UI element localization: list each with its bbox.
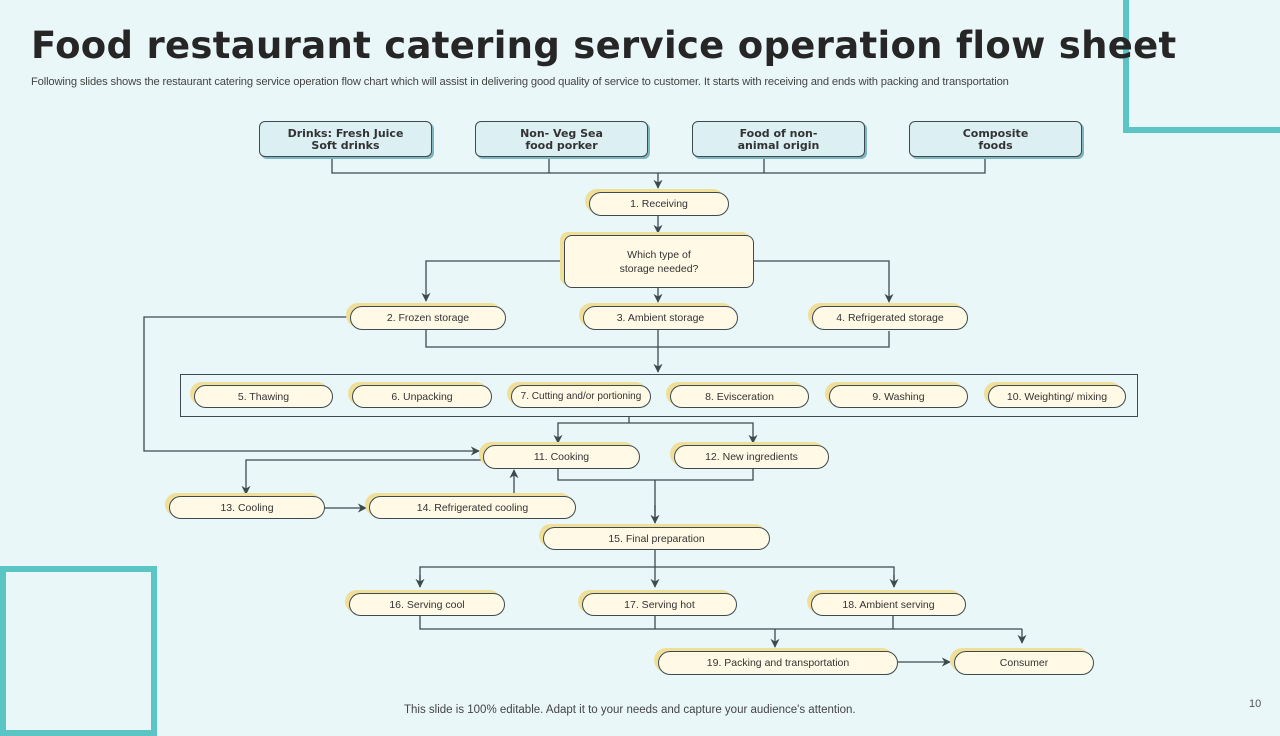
source-label-line2: animal origin [737, 138, 820, 152]
step-packing-transportation[interactable]: 19. Packing and transportation [658, 651, 898, 675]
source-label-line2: food porker [525, 138, 598, 152]
decision-label-line1: Which type of [627, 248, 691, 261]
decorative-frame-top-right [1123, 0, 1280, 133]
step-final-preparation[interactable]: 15. Final preparation [543, 527, 770, 550]
step-refrigerated-cooling[interactable]: 14. Refrigerated cooling [369, 496, 576, 519]
step-serving-hot[interactable]: 17. Serving hot [582, 593, 737, 616]
step-serving-cool[interactable]: 16. Serving cool [349, 593, 505, 616]
step-weighting-mixing[interactable]: 10. Weighting/ mixing [988, 385, 1126, 408]
step-cooling[interactable]: 13. Cooling [169, 496, 325, 519]
step-ambient-storage[interactable]: 3. Ambient storage [583, 306, 738, 330]
arrow-cooking-to-cooling [241, 459, 483, 495]
step-evisceration[interactable]: 8. Evisceration [670, 385, 809, 408]
arrow-to-frozen [421, 260, 563, 302]
arrow-to-refrigerated [753, 260, 894, 303]
source-label-line1: Food of non- [739, 126, 818, 140]
step-new-ingredients[interactable]: 12. New ingredients [674, 445, 829, 469]
processing-steps-group [180, 374, 1138, 417]
source-label-line2: Soft drinks [311, 138, 380, 152]
step-refrigerated-storage[interactable]: 4. Refrigerated storage [812, 306, 968, 330]
step-unpacking[interactable]: 6. Unpacking [352, 385, 492, 408]
step-washing[interactable]: 9. Washing [829, 385, 968, 408]
step-thawing[interactable]: 5. Thawing [194, 385, 333, 408]
step-receiving[interactable]: 1. Receiving [589, 192, 729, 216]
flow-connectors [143, 158, 1027, 667]
connector-storages-bus [425, 330, 890, 348]
page-number: 10 [1249, 698, 1262, 710]
step-ambient-serving[interactable]: 18. Ambient serving [811, 593, 966, 616]
source-label-line1: Non- Veg Sea [520, 126, 603, 140]
step-consumer[interactable]: Consumer [954, 651, 1094, 675]
connector-to-packing [419, 615, 1022, 630]
source-non-animal-food[interactable]: Food of non-animal origin [692, 121, 865, 157]
connector-servings-bus [419, 550, 895, 587]
source-label-line2: foods [978, 138, 1013, 152]
connector-group-bus [557, 416, 754, 443]
page-subtitle: Following slides shows the restaurant ca… [31, 76, 1009, 88]
step-cutting-portioning[interactable]: 7. Cutting and/or portioning [511, 385, 651, 408]
page-title: Food restaurant catering service operati… [31, 24, 1177, 67]
footer-note: This slide is 100% editable. Adapt it to… [404, 704, 856, 716]
source-label-line1: Drinks: Fresh Juice [287, 126, 404, 140]
connector-sources-bus [331, 158, 986, 174]
arrow-frozen-to-cooking [143, 316, 480, 456]
decision-label-line2: storage needed? [619, 262, 699, 275]
step-frozen-storage[interactable]: 2. Frozen storage [350, 306, 506, 330]
source-label-line1: Composite [962, 126, 1029, 140]
step-cooking[interactable]: 11. Cooking [483, 445, 640, 469]
